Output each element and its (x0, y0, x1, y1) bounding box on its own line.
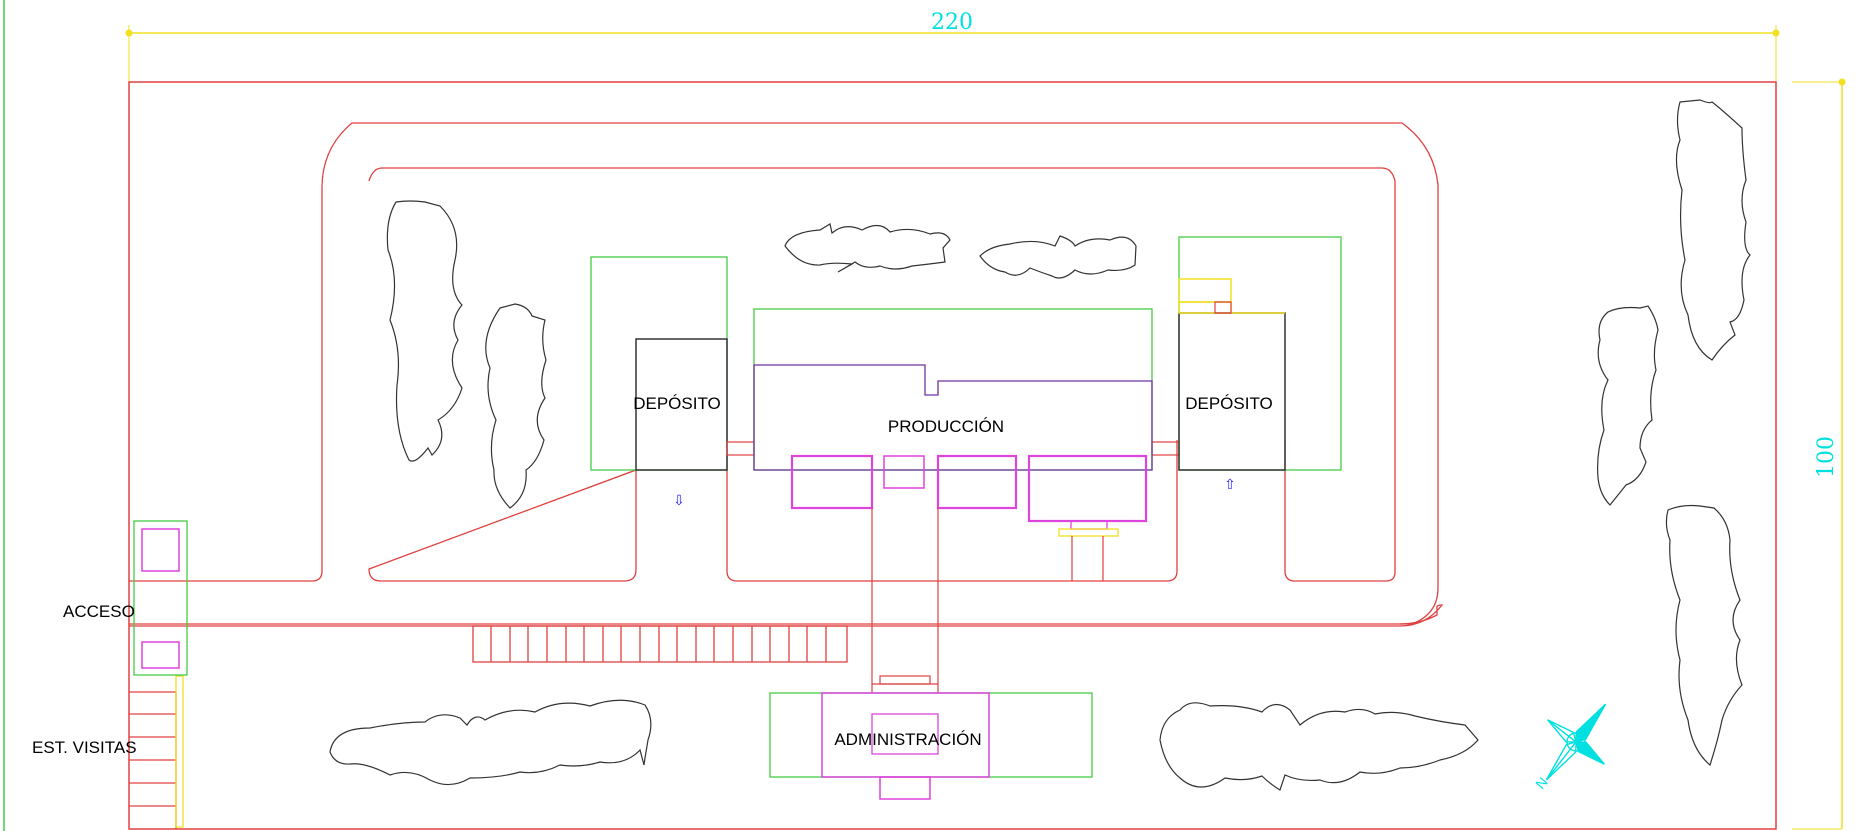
tree-right-3 (1665, 504, 1743, 767)
deposito-right-yellow-top (1178, 278, 1232, 303)
road-outer-loop (129, 122, 1439, 625)
deposito-left-zone (590, 256, 728, 471)
access-zone (133, 520, 188, 676)
deposito-right-mark: ⇧ (1224, 477, 1236, 493)
administracion-entry (879, 776, 931, 800)
site-boundary (128, 81, 1777, 830)
road-outer-edge (129, 604, 1444, 627)
access-booth-top (141, 528, 180, 572)
label-deposito-left: DEPÓSITO (633, 394, 721, 413)
deposito-right-red-box (1214, 301, 1232, 314)
tree-top-1 (784, 223, 951, 273)
dimension-width-value: 220 (931, 10, 973, 35)
label-acceso: ACCESO (63, 602, 135, 621)
produccion-access-lines (871, 508, 1104, 581)
tree-bottom-left (329, 699, 652, 786)
deposito-left-building (635, 338, 728, 471)
admin-walkway (871, 581, 939, 693)
tree-top-2 (979, 235, 1137, 279)
tree-left-2 (485, 303, 547, 509)
visitor-parking-yellow (175, 675, 184, 828)
label-est-visitas: EST. VISITAS (32, 738, 137, 757)
tree-groups (329, 99, 1751, 791)
produccion-modules (790, 454, 1148, 523)
connector-right (1151, 441, 1180, 456)
label-deposito-right: DEPÓSITO (1185, 394, 1273, 413)
visitor-parking (129, 691, 177, 829)
label-produccion: PRODUCCIÓN (888, 417, 1004, 436)
produccion-building (753, 364, 1153, 471)
tree-left-1 (386, 200, 463, 462)
deposito-right-building (1178, 312, 1286, 471)
produccion-zone (753, 308, 1153, 471)
road-inner-edge (368, 167, 1396, 582)
administracion-inner (871, 713, 939, 755)
dimension-width: 220 (125, 10, 1780, 82)
north-arrow-icon: N (1532, 703, 1607, 792)
access-booth-bottom (141, 641, 180, 669)
deposito-right-zone (1178, 236, 1342, 471)
tree-right-1 (1675, 99, 1751, 361)
produccion-dock-magenta (1070, 520, 1108, 530)
label-administracion: ADMINISTRACIÓN (834, 730, 981, 749)
dimension-height: 100 (1792, 78, 1846, 830)
deposito-right-yellow-mid (1178, 301, 1232, 314)
parking-row-top (472, 625, 848, 663)
deposito-left-mark: ⇩ (673, 493, 685, 509)
dimension-height-value: 100 (1814, 436, 1839, 478)
tree-bottom-right (1159, 702, 1479, 791)
produccion-dock-yellow (1058, 528, 1119, 537)
tree-right-2 (1597, 305, 1659, 506)
connector-left (726, 441, 755, 456)
